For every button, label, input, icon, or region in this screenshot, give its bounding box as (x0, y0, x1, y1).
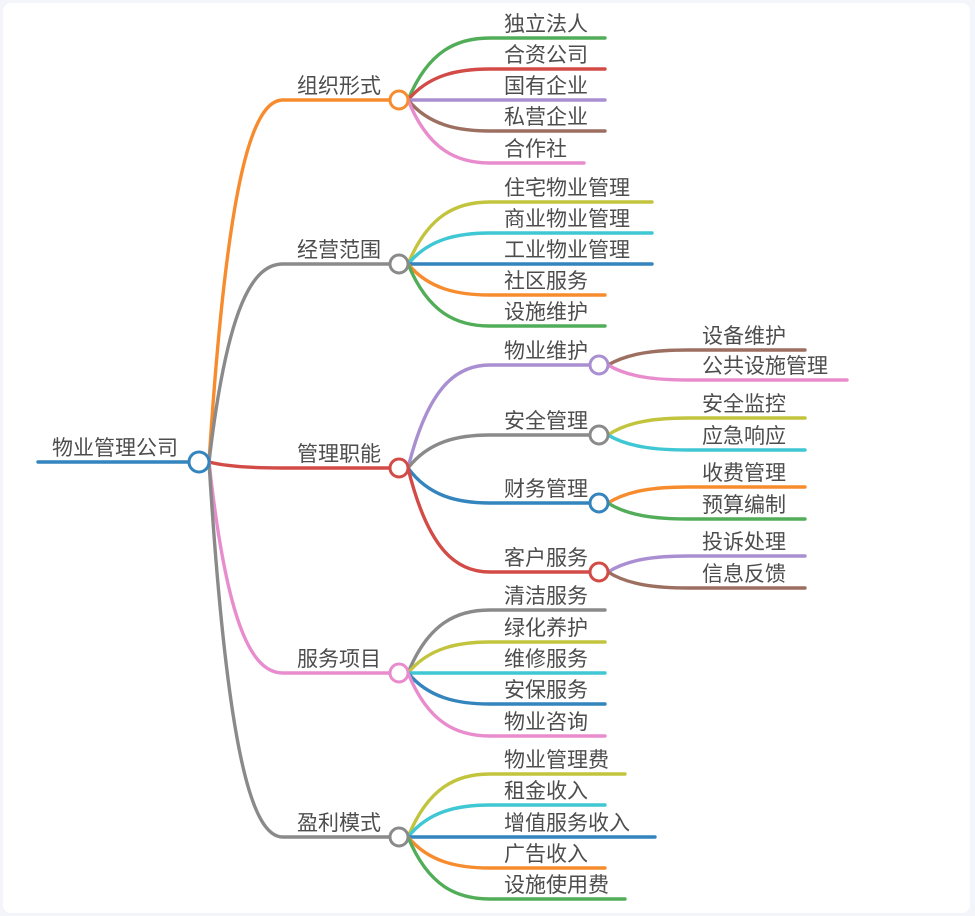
branch-link-line (406, 98, 586, 165)
mindmap-node-label[interactable]: 物业管理费 (504, 749, 609, 772)
mindmap-node-label[interactable]: 绿化养护 (504, 617, 588, 640)
node-collapse-circle[interactable] (588, 492, 610, 514)
mindmap-node-label[interactable]: 盈利模式 (297, 812, 381, 835)
mindmap-card (3, 3, 970, 913)
mindmap-node-label[interactable]: 预算编制 (702, 494, 786, 517)
branch-link-line (406, 640, 607, 675)
branch-link-line (207, 460, 391, 675)
branch-link-line (606, 501, 807, 521)
node-collapse-circle[interactable] (187, 450, 211, 474)
mindmap-node-label[interactable]: 服务项目 (297, 648, 381, 671)
branch-link-line (406, 98, 607, 133)
branch-link-line (406, 67, 607, 102)
mindmap-node-label[interactable]: 设备维护 (702, 325, 786, 348)
mindmap-node-label[interactable]: 财务管理 (504, 478, 588, 501)
branch-link-line (406, 466, 591, 505)
branch-link-line (606, 433, 807, 452)
node-collapse-circle[interactable] (588, 424, 610, 446)
branch-link-line (406, 363, 591, 470)
mindmap-node-label[interactable]: 收费管理 (702, 462, 786, 485)
mindmap-node-label[interactable]: 安全监控 (702, 393, 786, 416)
circles-layer (187, 89, 610, 848)
mindmap-node-label[interactable]: 公共设施管理 (702, 355, 828, 378)
node-collapse-circle[interactable] (388, 457, 410, 479)
mindmap-node-label[interactable]: 客户服务 (504, 547, 588, 570)
mindmap-node-label[interactable]: 设施维护 (504, 301, 588, 324)
mindmap-node-label[interactable]: 安保服务 (504, 679, 588, 702)
mindmap-node-label[interactable]: 信息反馈 (702, 563, 786, 586)
mindmap-node-label[interactable]: 广告收入 (504, 843, 588, 866)
branch-link-line (406, 231, 654, 266)
branch-link-line (406, 433, 591, 470)
mindmap-node-label[interactable]: 管理职能 (297, 443, 381, 466)
mindmap-node-label[interactable]: 合作社 (504, 138, 567, 161)
mindmap-node-label[interactable]: 国有企业 (504, 75, 588, 98)
mindmap-node-label[interactable]: 清洁服务 (504, 585, 588, 608)
branch-link-line (406, 835, 627, 901)
branch-link-line (606, 416, 807, 437)
mindmap-node-label[interactable]: 工业物业管理 (504, 239, 630, 262)
branch-link-line (406, 262, 607, 328)
links-layer (36, 36, 849, 901)
branch-link-line (406, 835, 607, 870)
branch-link-line (406, 671, 607, 706)
branch-link-line (406, 466, 591, 574)
mindmap-node-label[interactable]: 私营企业 (504, 106, 588, 129)
node-collapse-circle[interactable] (388, 253, 410, 275)
branch-link-line (207, 262, 391, 464)
node-collapse-circle[interactable] (588, 354, 610, 376)
mindmap-node-label[interactable]: 投诉处理 (702, 531, 786, 554)
branch-link-line (606, 485, 807, 505)
mindmap-node-label[interactable]: 维修服务 (504, 648, 588, 671)
mindmap-node-label[interactable]: 物业维护 (504, 340, 588, 363)
mindmap-node-label[interactable]: 住宅物业管理 (504, 177, 630, 200)
branch-link-line (406, 803, 607, 839)
mindmap-node-label[interactable]: 独立法人 (504, 13, 588, 36)
mindmap-node-label[interactable]: 应急响应 (702, 425, 786, 448)
branch-link-line (207, 98, 391, 464)
mindmap-node-label[interactable]: 组织形式 (297, 75, 381, 98)
node-collapse-circle[interactable] (388, 826, 410, 848)
mindmap-node-label[interactable]: 安全管理 (504, 410, 588, 433)
mindmap-node-label[interactable]: 物业管理公司 (52, 437, 178, 460)
mindmap-node-label[interactable]: 经营范围 (297, 239, 381, 262)
branch-link-line (207, 460, 391, 470)
mindmap-node-label[interactable]: 物业咨询 (504, 711, 588, 734)
branch-link-line (406, 608, 607, 675)
mindmap-node-label[interactable]: 租金收入 (504, 780, 588, 803)
mindmap-node-label[interactable]: 设施使用费 (504, 874, 609, 897)
branch-link-line (606, 348, 807, 367)
branch-link-line (406, 262, 607, 297)
branch-link-line (606, 570, 807, 590)
mindmap-node-label[interactable]: 社区服务 (504, 270, 588, 293)
branch-link-line (406, 200, 654, 266)
branch-link-line (406, 36, 607, 102)
branch-link-line (207, 460, 391, 839)
branch-link-line (406, 772, 627, 839)
branch-link-line (606, 554, 807, 574)
branch-link-line (606, 363, 849, 382)
branch-link-line (406, 671, 607, 738)
mindmap-node-label[interactable]: 增值服务收入 (504, 812, 630, 835)
node-collapse-circle[interactable] (388, 662, 410, 684)
node-collapse-circle[interactable] (388, 89, 410, 111)
mindmap-node-label[interactable]: 合资公司 (504, 44, 588, 67)
mindmap-node-label[interactable]: 商业物业管理 (504, 208, 630, 231)
node-collapse-circle[interactable] (588, 561, 610, 583)
